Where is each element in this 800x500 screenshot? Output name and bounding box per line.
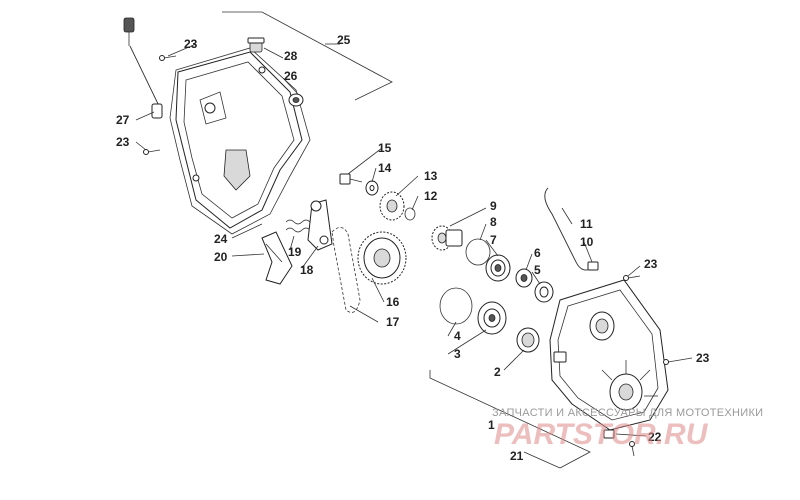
tensioner-spring — [285, 219, 311, 233]
callout-10: 10 — [580, 235, 594, 249]
callout-28: 28 — [284, 49, 298, 63]
callout-23-top: 23 — [184, 37, 198, 51]
chaincase-cover — [175, 51, 303, 229]
small-sprocket — [379, 191, 405, 221]
callout-23-left: 23 — [116, 135, 130, 149]
dipstick — [123, 17, 163, 119]
oil-seal-small — [288, 93, 304, 107]
tensioner-arm — [307, 199, 333, 251]
watermark-caption: ЗАПЧАСТИ И АКСЕССУАРЫ ДЛЯ МОТОТЕХНИКИ — [492, 407, 763, 419]
screw-right-lower — [663, 359, 681, 365]
group-bracket-upper — [222, 11, 393, 101]
cover-gasket — [169, 47, 311, 235]
screw-left — [143, 149, 161, 155]
callout-1: 1 — [488, 418, 495, 432]
callout-12: 12 — [424, 189, 438, 203]
bolt — [339, 173, 363, 185]
callout-8: 8 — [490, 215, 497, 229]
screw-right-upper — [623, 275, 641, 281]
callout-27: 27 — [116, 113, 130, 127]
group-bracket-lower — [429, 370, 591, 469]
vent-plug — [247, 37, 265, 53]
screw-upper — [159, 55, 177, 61]
callout-7: 7 — [490, 233, 497, 247]
watermark-logo: PARTSTOR.RU — [494, 418, 709, 451]
large-sprocket — [357, 231, 407, 285]
callout-2: 2 — [494, 365, 501, 379]
callout-16: 16 — [386, 295, 400, 309]
watermark: ЗАПЧАСТИ И АКСЕССУАРЫ ДЛЯ МОТОТЕХНИКИ PA… — [492, 407, 763, 451]
o-ring-upper — [465, 238, 491, 266]
callout-6: 6 — [534, 246, 541, 260]
bearing-small — [534, 281, 554, 303]
bearing-upper — [485, 254, 511, 282]
vent-hose — [544, 187, 593, 271]
callout-23-right-upper: 23 — [644, 257, 658, 271]
drive-chain — [331, 227, 361, 313]
chain-guide — [261, 231, 293, 285]
callout-24: 24 — [214, 232, 228, 246]
callout-17: 17 — [386, 315, 400, 329]
hose-fitting — [587, 261, 599, 271]
washer — [365, 180, 379, 196]
callout-23-right-lower: 23 — [696, 351, 710, 365]
callout-5: 5 — [534, 263, 541, 277]
seal-lower — [516, 327, 540, 353]
callout-15: 15 — [378, 141, 392, 155]
callout-22: 22 — [648, 430, 662, 444]
callout-20: 20 — [214, 250, 228, 264]
callout-14: 14 — [378, 161, 392, 175]
pinion-gear — [431, 225, 463, 251]
callout-26: 26 — [284, 69, 298, 83]
bearing-lower — [477, 301, 507, 335]
callout-labels: 1 2 3 4 5 6 7 8 9 10 11 12 13 14 15 16 1… — [116, 33, 710, 463]
snap-ring — [404, 207, 416, 221]
callout-25: 25 — [337, 33, 351, 47]
callout-9: 9 — [490, 199, 497, 213]
o-ring-lower — [439, 287, 473, 325]
callout-19: 19 — [288, 245, 302, 259]
callout-21: 21 — [510, 449, 524, 463]
callout-18: 18 — [300, 263, 314, 277]
seal-upper — [515, 268, 533, 288]
callout-3: 3 — [454, 347, 461, 361]
leader-lines — [135, 43, 693, 469]
callout-11: 11 — [580, 217, 593, 231]
drain-screw — [629, 441, 635, 457]
drain-plug — [603, 429, 615, 439]
chaincase-housing — [549, 279, 669, 431]
callout-4: 4 — [454, 329, 461, 343]
callout-13: 13 — [424, 169, 438, 183]
